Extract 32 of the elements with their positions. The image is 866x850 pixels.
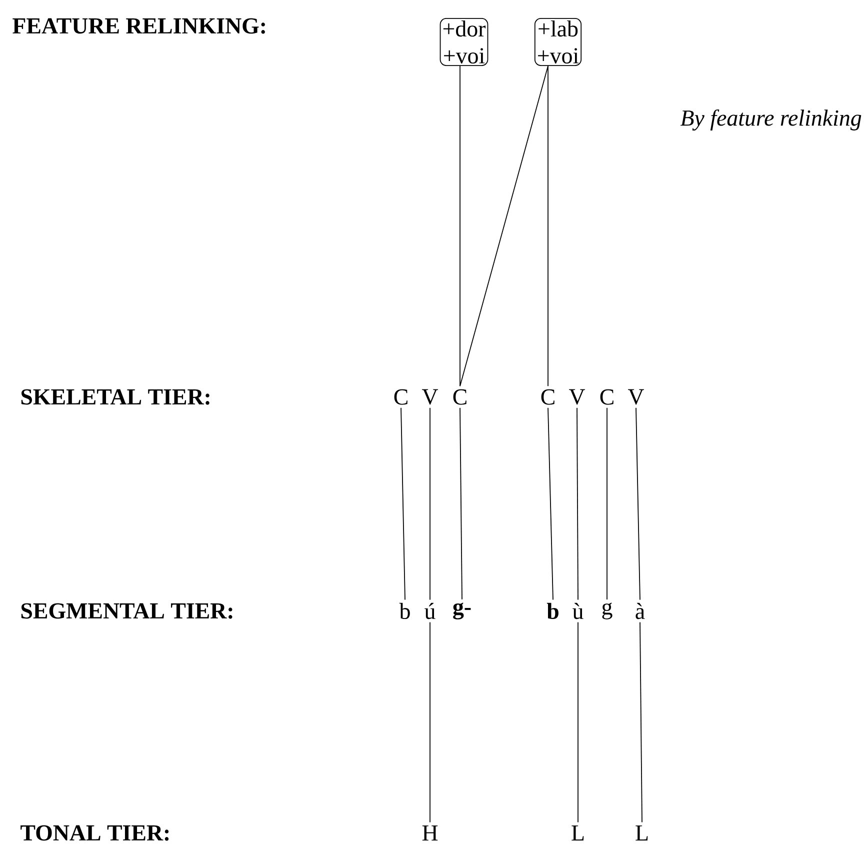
association-line	[576, 407, 578, 600]
association-line	[460, 66, 548, 387]
association-line	[400, 407, 406, 600]
segment-symbol: V	[422, 389, 438, 405]
segment-symbol: V	[568, 389, 586, 405]
segment-symbol: ù	[572, 602, 584, 620]
segment-symbol: L	[572, 825, 584, 840]
segment-symbol: ú	[424, 602, 436, 620]
segment-symbol: C	[541, 389, 554, 405]
tier-label: SEGMENTAL TIER:	[21, 603, 232, 619]
association-line	[460, 407, 462, 600]
tier-label: FEATURE RELINKING:	[12, 18, 265, 34]
segment-symbol: L	[636, 825, 648, 840]
association-line	[606, 407, 608, 600]
feature-bundle: +dor +voi	[440, 18, 488, 66]
segment-symbol: V	[628, 389, 644, 405]
tier-label: TONAL TIER:	[20, 825, 169, 841]
feature-bundle: +lab +voi	[534, 18, 582, 66]
segment-symbol: g	[602, 602, 612, 620]
tier-label: SKELETAL TIER:	[21, 389, 210, 405]
segment-symbol: C	[453, 389, 466, 405]
segment-symbol: b	[399, 602, 410, 620]
segment-symbol: g-	[453, 602, 471, 620]
segment-symbol: C	[600, 389, 614, 405]
segment-symbol: b	[546, 602, 558, 620]
segment-symbol: H	[422, 825, 438, 840]
segment-symbol: à	[636, 602, 645, 620]
annotation: By feature relinking	[680, 109, 862, 131]
association-line	[640, 622, 642, 823]
association-line	[636, 407, 640, 600]
segment-symbol: C	[394, 389, 408, 405]
association-line	[548, 407, 554, 600]
